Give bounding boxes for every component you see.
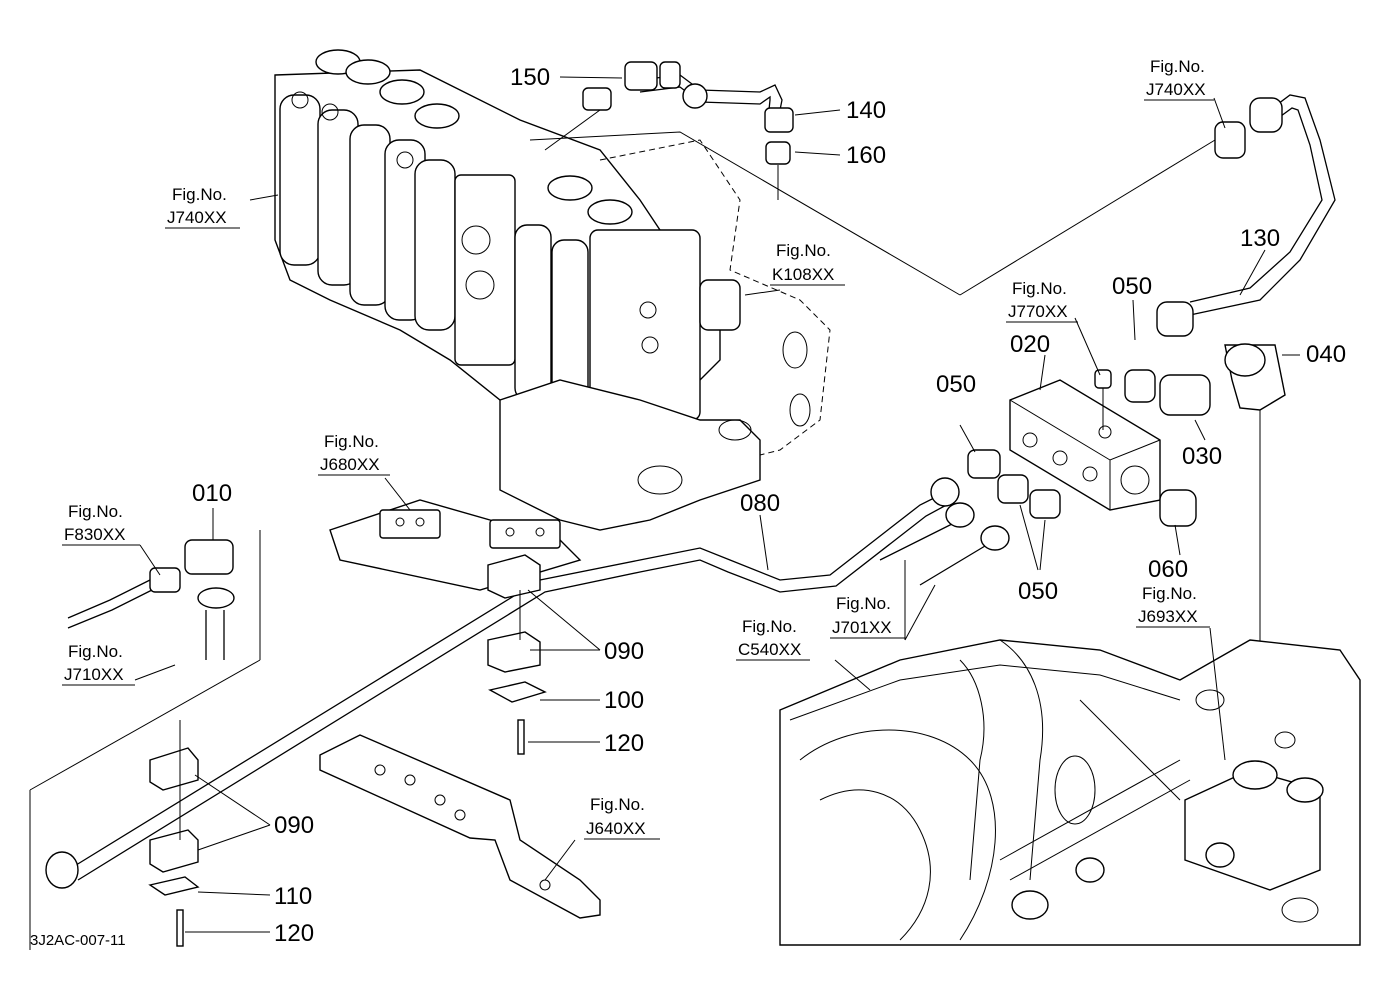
- svg-text:J770XX: J770XX: [1008, 302, 1068, 321]
- fig-ref-j693: Fig.No. J693XX: [1136, 584, 1210, 628]
- part-number-050-bottom: 050: [1018, 578, 1058, 605]
- svg-text:Fig.No.: Fig.No.: [590, 795, 645, 814]
- svg-text:J640XX: J640XX: [586, 819, 646, 838]
- svg-text:J680XX: J680XX: [320, 455, 380, 474]
- part-number-090-upper: 090: [604, 638, 644, 665]
- clamp-set-upper: [487, 554, 547, 755]
- part-number-050-top: 050: [1112, 273, 1152, 300]
- svg-text:Fig.No.: Fig.No.: [68, 642, 123, 661]
- svg-text:Fig.No.: Fig.No.: [324, 432, 379, 451]
- bracket-j640: [319, 734, 601, 919]
- part-number-080: 080: [740, 490, 780, 517]
- svg-text:Fig.No.: Fig.No.: [172, 185, 227, 204]
- svg-text:Fig.No.: Fig.No.: [742, 617, 797, 636]
- svg-text:Fig.No.: Fig.No.: [68, 502, 123, 521]
- svg-text:F830XX: F830XX: [64, 525, 125, 544]
- svg-text:J740XX: J740XX: [1146, 80, 1206, 99]
- leader-valve-to-block: [529, 131, 961, 296]
- fig-ref-j680: Fig.No. J680XX: [318, 432, 390, 476]
- part-number-160: 160: [846, 142, 886, 169]
- pipes-j701: [879, 502, 1010, 641]
- drawing-code: 3J2AC-007-11: [30, 932, 126, 949]
- fig-ref-k108: Fig.No. K108XX: [770, 241, 845, 286]
- part-number-050-left: 050: [936, 371, 976, 398]
- pipe-140-assembly: [544, 61, 794, 200]
- clamp-set-lower: [148, 720, 200, 947]
- part-number-120-upper: 120: [604, 730, 644, 757]
- fig-ref-c540: Fig.No. C540XX: [736, 617, 810, 661]
- part-number-060: 060: [1148, 556, 1188, 583]
- fig-ref-j640: Fig.No. J640XX: [584, 795, 660, 840]
- fig-ref-j740-right: Fig.No. J740XX: [1144, 57, 1214, 101]
- clamp-plate-j680: [329, 499, 582, 591]
- svg-text:K108XX: K108XX: [772, 265, 834, 284]
- distribution-block-020: [967, 343, 1286, 760]
- leader-lines: [134, 76, 1300, 933]
- pipe-130: [959, 94, 1336, 337]
- part-number-140: 140: [846, 97, 886, 124]
- part-number-110: 110: [274, 883, 312, 910]
- svg-text:J740XX: J740XX: [167, 208, 227, 227]
- part-number-040: 040: [1306, 341, 1346, 368]
- svg-text:J710XX: J710XX: [64, 665, 124, 684]
- fitting-010: [29, 530, 261, 950]
- part-number-090-lower: 090: [274, 812, 314, 839]
- svg-text:J693XX: J693XX: [1138, 607, 1198, 626]
- tractor-body: [779, 639, 1361, 946]
- svg-text:C540XX: C540XX: [738, 640, 801, 659]
- svg-text:Fig.No.: Fig.No.: [836, 594, 891, 613]
- fig-ref-f830: Fig.No. F830XX: [62, 502, 140, 546]
- fig-ref-j710: Fig.No. J710XX: [62, 642, 135, 686]
- part-number-150: 150: [510, 64, 550, 91]
- svg-text:Fig.No.: Fig.No.: [1012, 279, 1067, 298]
- part-number-020: 020: [1010, 331, 1050, 358]
- fig-ref-j701: Fig.No. J701XX: [830, 594, 905, 639]
- part-number-100: 100: [604, 687, 644, 714]
- svg-text:Fig.No.: Fig.No.: [1142, 584, 1197, 603]
- part-number-120-lower: 120: [274, 920, 314, 947]
- part-number-030: 030: [1182, 443, 1222, 470]
- pipe-080: [45, 477, 960, 889]
- svg-text:Fig.No.: Fig.No.: [776, 241, 831, 260]
- svg-text:J701XX: J701XX: [832, 618, 892, 637]
- part-number-130: 130: [1240, 225, 1280, 252]
- fig-ref-j770: Fig.No. J770XX: [1006, 279, 1078, 323]
- control-valve-assembly: [274, 49, 831, 531]
- fig-ref-j740-left: Fig.No. J740XX: [165, 185, 240, 229]
- svg-text:Fig.No.: Fig.No.: [1150, 57, 1205, 76]
- part-number-010: 010: [192, 480, 232, 507]
